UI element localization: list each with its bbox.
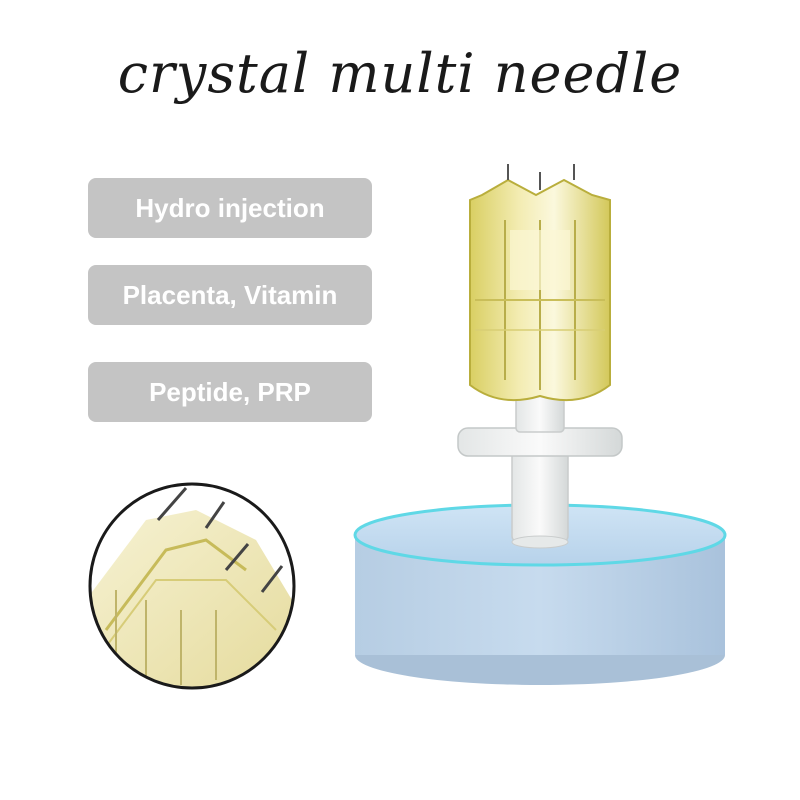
- badge-placenta-vitamin: Placenta, Vitamin: [88, 265, 372, 325]
- needle-head: [469, 164, 611, 402]
- badge-peptide-prp: Peptide, PRP: [88, 362, 372, 422]
- page-title: crystal multi needle: [117, 42, 683, 105]
- pedestal: [353, 503, 727, 685]
- crystal-needle-product-image: [353, 164, 727, 685]
- needle-tip-closeup-image: [88, 482, 296, 690]
- needle-stem: [457, 391, 623, 549]
- badge-hydro-injection: Hydro injection: [88, 178, 372, 238]
